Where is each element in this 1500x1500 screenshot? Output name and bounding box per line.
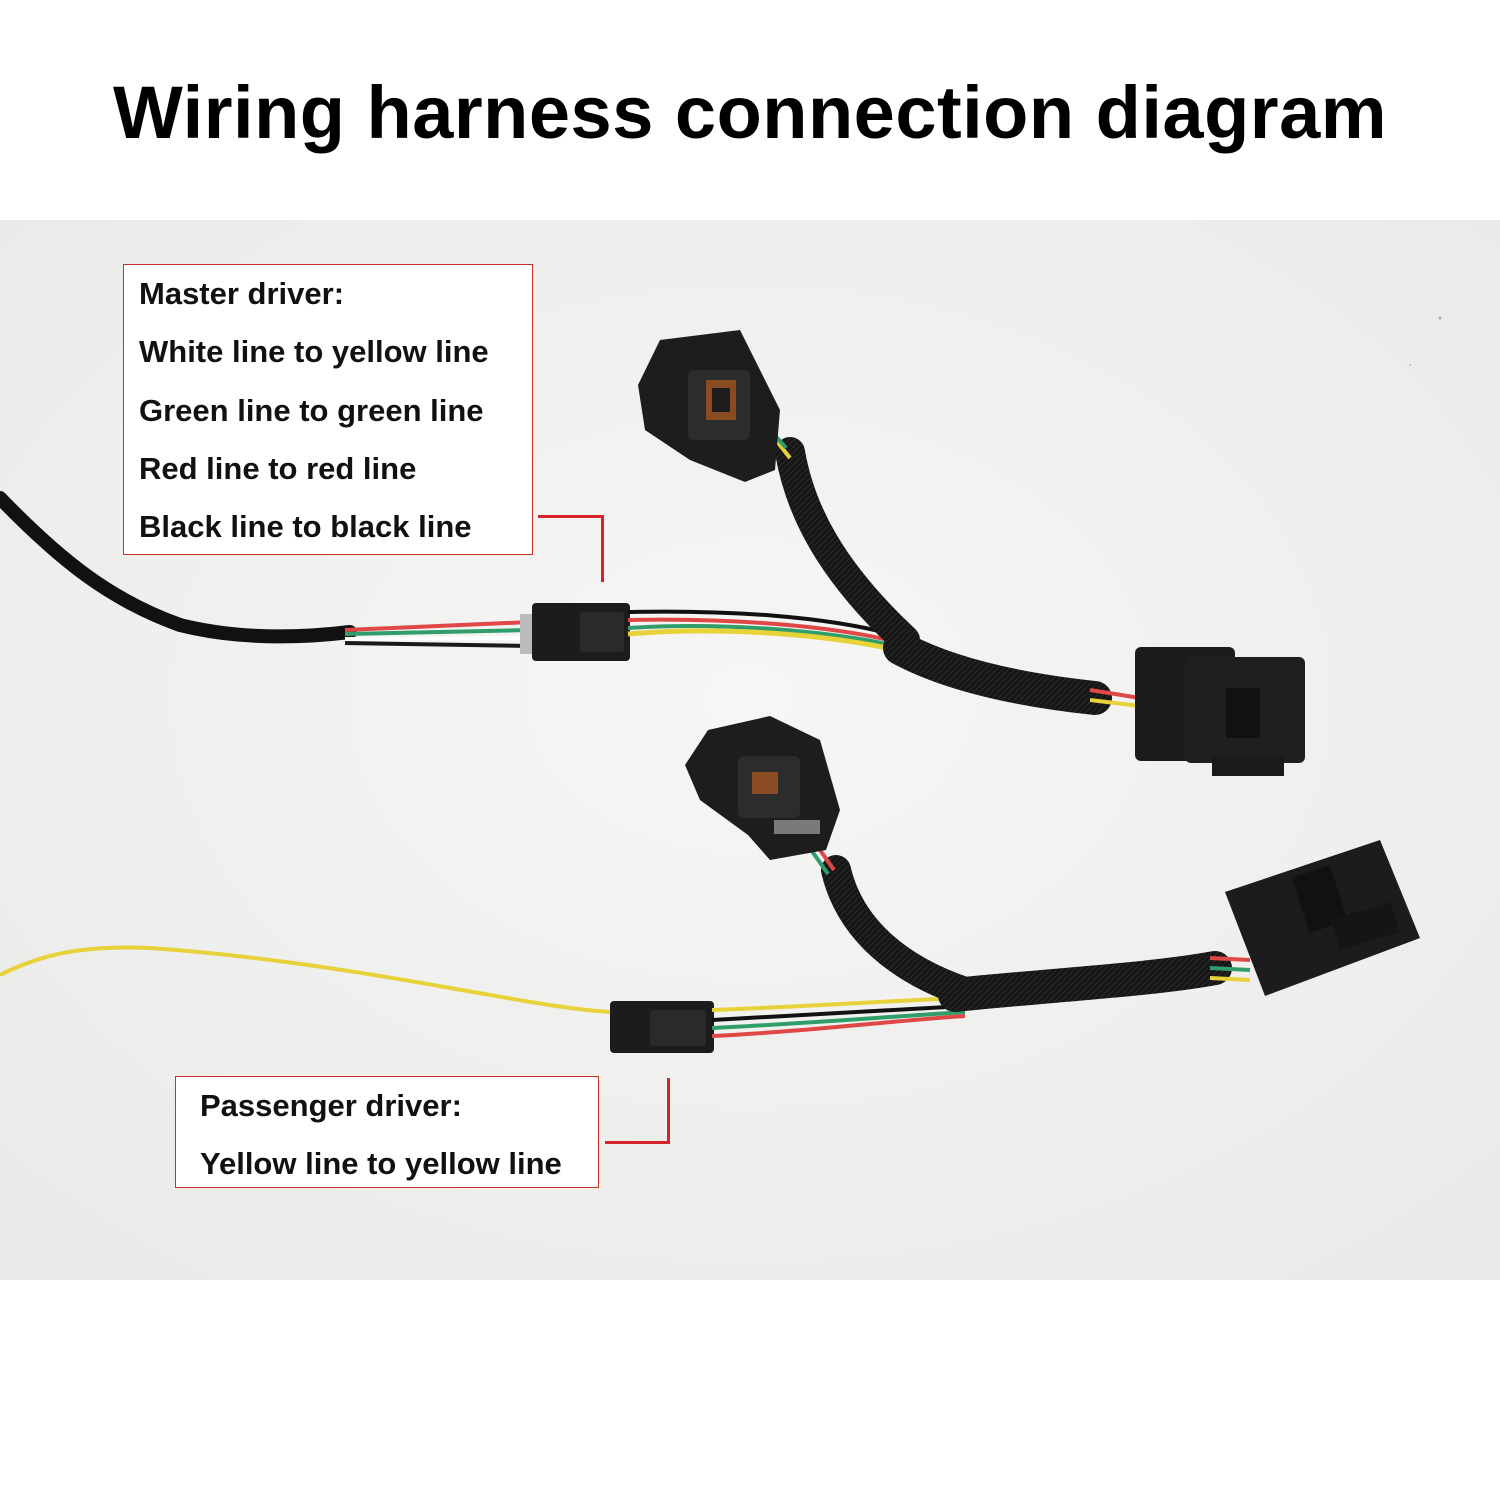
master-callout-vertical [601, 515, 604, 582]
passenger-callout-vertical [667, 1078, 670, 1144]
master-instruction-4: Black line to black line [139, 509, 472, 545]
passenger-driver-label: Passenger driver: Yellow line to yellow … [175, 1076, 599, 1188]
passenger-small-connector [610, 1001, 714, 1053]
passenger-upper-plug [685, 716, 840, 860]
page-title: Wiring harness connection diagram [112, 71, 1388, 154]
master-driver-heading: Master driver: [139, 276, 345, 311]
master-right-plug [1135, 647, 1305, 776]
master-callout-horizontal [538, 515, 604, 518]
master-instruction-2: Green line to green line [139, 392, 484, 428]
passenger-callout-horizontal [605, 1141, 670, 1144]
passenger-instruction-1: Yellow line to yellow line [200, 1146, 562, 1181]
master-instruction-3: Red line to red line [139, 450, 417, 486]
passenger-right-plug [1225, 840, 1420, 996]
master-instruction-1: White line to yellow line [139, 334, 489, 370]
master-small-connector [520, 603, 630, 661]
master-harness [0, 330, 1305, 776]
master-driver-label: Master driver: White line to yellow line… [123, 264, 533, 555]
passenger-harness [0, 716, 1420, 1053]
passenger-driver-heading: Passenger driver: [200, 1088, 462, 1123]
master-upper-plug [638, 330, 780, 482]
